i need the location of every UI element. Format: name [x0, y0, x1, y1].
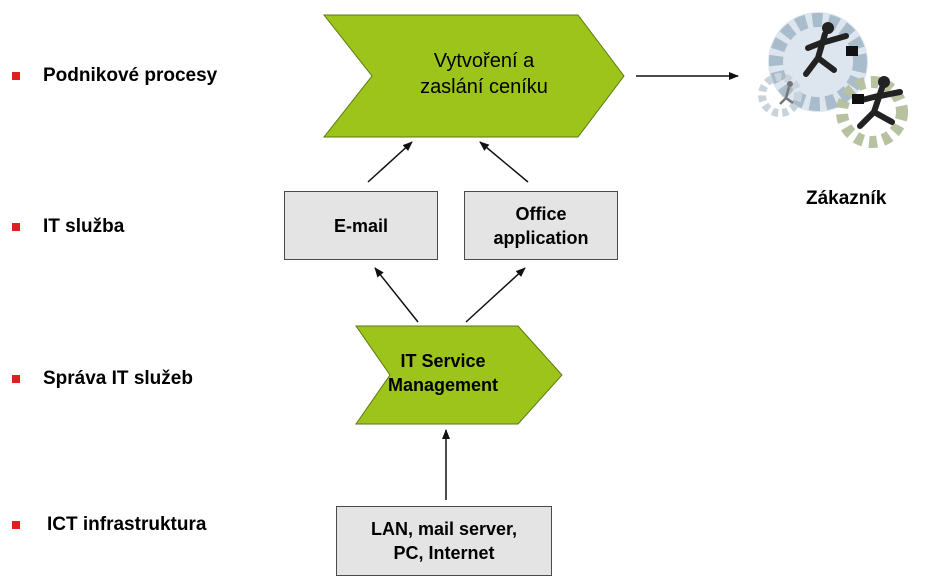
layer-label: IT služba: [43, 216, 125, 237]
layer-row-ict-infrastructure: ICT infrastruktura: [12, 514, 206, 536]
arrow-office-to-process: [479, 141, 529, 183]
layer-label: ICT infrastruktura: [47, 514, 207, 535]
layer-label: Podnikové procesy: [43, 65, 218, 86]
layer-row-business-processes: Podnikové procesy: [12, 65, 217, 87]
layer-row-it-service: IT služba: [12, 216, 124, 238]
bullet-icon: [12, 521, 20, 529]
arrow-email-to-process: [367, 141, 413, 183]
bullet-icon: [12, 223, 20, 231]
infra-line1: LAN, mail server,: [370, 519, 518, 539]
bullet-icon: [12, 375, 20, 383]
bullet-icon: [12, 72, 20, 80]
process-line2: zaslání ceníku: [420, 76, 548, 98]
layer-row-itsm: Správa IT služeb: [12, 368, 193, 390]
process-line1: Vytvoření a: [433, 50, 535, 72]
service-line1: E-mail: [333, 215, 389, 236]
itsm-chevron: [355, 325, 563, 425]
arrow-itsm-to-office: [465, 267, 526, 323]
business-people-gears-icon: [758, 12, 908, 148]
itsm-line1: IT Service: [400, 351, 486, 371]
infrastructure-box: LAN, mail server, PC, Internet: [336, 506, 552, 576]
service-box-office: Office application: [464, 191, 618, 260]
customer-label: Zákazník: [806, 188, 887, 209]
service-line1: Office: [515, 203, 567, 224]
infra-line2: PC, Internet: [393, 543, 495, 563]
service-box-email: E-mail: [284, 191, 438, 260]
process-chevron-text: Vytvoření a zaslání ceníku: [384, 48, 584, 100]
layer-label: Správa IT služeb: [43, 368, 193, 389]
itsm-line2: Management: [387, 375, 499, 395]
service-line2: application: [493, 227, 589, 248]
process-chevron: [322, 14, 625, 138]
itsm-chevron-text: IT Service Management: [368, 349, 518, 397]
arrow-itsm-to-email: [374, 267, 419, 323]
